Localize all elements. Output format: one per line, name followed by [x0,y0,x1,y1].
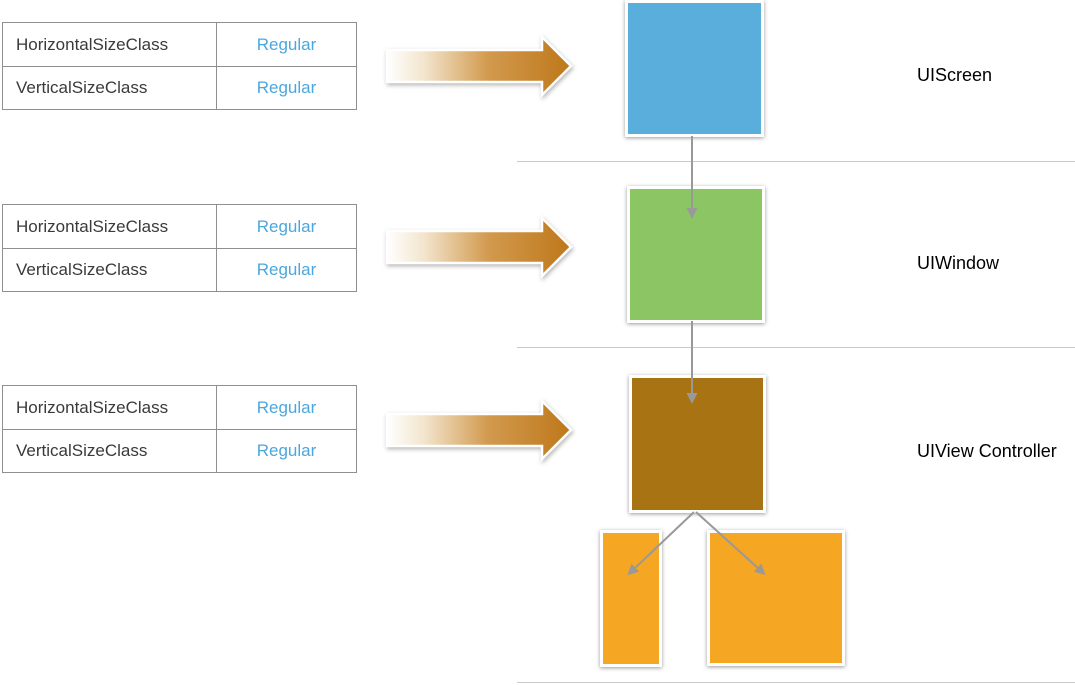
object-label-uiviewcontroller: UIView Controller [917,441,1057,461]
property-value-cell: Regular [256,216,317,236]
property-value-cell: Regular [256,260,317,279]
object-label-uiscreen: UIScreen [917,65,993,85]
right-arrow-icon [385,397,573,463]
uiwindow-box [627,186,765,323]
table-row: HorizontalSizeClass Regular [3,386,356,429]
section-divider-line [517,161,1075,162]
property-name-cell: VerticalSizeClass [3,249,217,291]
property-name-cell: HorizontalSizeClass [3,205,217,248]
section-divider-line [517,682,1075,683]
table-row: VerticalSizeClass Regular [3,66,356,109]
size-class-table-uiscreen: HorizontalSizeClass Regular VerticalSize… [2,22,357,110]
right-arrow-icon [385,33,573,99]
child-view-box-right [707,530,845,666]
table-row: VerticalSizeClass Regular [3,429,356,472]
uiviewcontroller-box [629,375,766,513]
uiscreen-box [625,0,764,137]
section-divider-line [517,347,1075,348]
object-label-uiwindow: UIWindow [917,253,1000,273]
table-row: VerticalSizeClass Regular [3,248,356,291]
property-name-cell: VerticalSizeClass [3,67,217,109]
size-class-table-uiwindow: HorizontalSizeClass Regular VerticalSize… [2,204,357,292]
property-value-cell: Regular [256,397,317,417]
child-view-box-left [600,530,662,667]
property-name-cell: HorizontalSizeClass [3,23,217,66]
property-name-cell: VerticalSizeClass [3,430,217,472]
right-arrow-icon [385,214,573,280]
table-row: HorizontalSizeClass Regular [3,23,356,66]
property-value-cell: Regular [256,34,317,54]
property-value-cell: Regular [256,441,317,460]
size-class-table-uiviewcontroller: HorizontalSizeClass Regular VerticalSize… [2,385,357,473]
property-value-cell: Regular [256,78,317,97]
table-row: HorizontalSizeClass Regular [3,205,356,248]
property-name-cell: HorizontalSizeClass [3,386,217,429]
